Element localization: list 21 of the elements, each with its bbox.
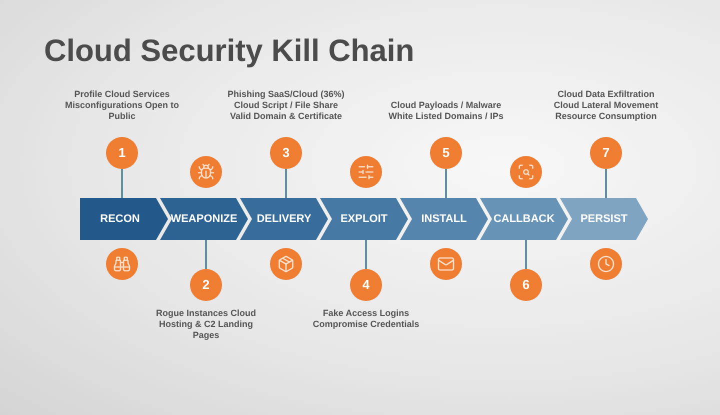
- connector-line: [605, 169, 607, 198]
- connector-line: [205, 240, 207, 269]
- step-label: DELIVERY: [256, 212, 312, 227]
- step-description: Phishing SaaS/Cloud (36%) Cloud Script / File Share Valid Domain & Certificate: [226, 89, 346, 122]
- step-label: INSTALL: [420, 212, 468, 227]
- title: Cloud Security Kill Chain: [44, 32, 414, 70]
- step-label: PERSIST: [579, 212, 629, 227]
- connector-line: [445, 169, 447, 198]
- step-description: Profile Cloud Services Misconfigurations Open to Public: [64, 89, 180, 122]
- step-label: CALLBACK: [492, 212, 556, 227]
- step-label: RECON: [100, 212, 141, 227]
- connector-line: [121, 169, 123, 198]
- step-description: Cloud Data Exfiltration Cloud Lateral Movement Resource Consumption: [552, 89, 660, 122]
- step-description: Rogue Instances Cloud Hosting & C2 Landing Pages: [154, 308, 257, 341]
- step-description: Fake Access Logins Compromise Credentials: [312, 308, 420, 330]
- connector-line: [525, 240, 527, 269]
- step-label: WEAPONIZE: [170, 212, 238, 227]
- connector-line: [285, 169, 287, 198]
- connector-line: [365, 240, 367, 269]
- step-label: EXPLOIT: [339, 212, 389, 227]
- step-description: Cloud Payloads / Malware White Listed Domains / IPs: [387, 100, 505, 122]
